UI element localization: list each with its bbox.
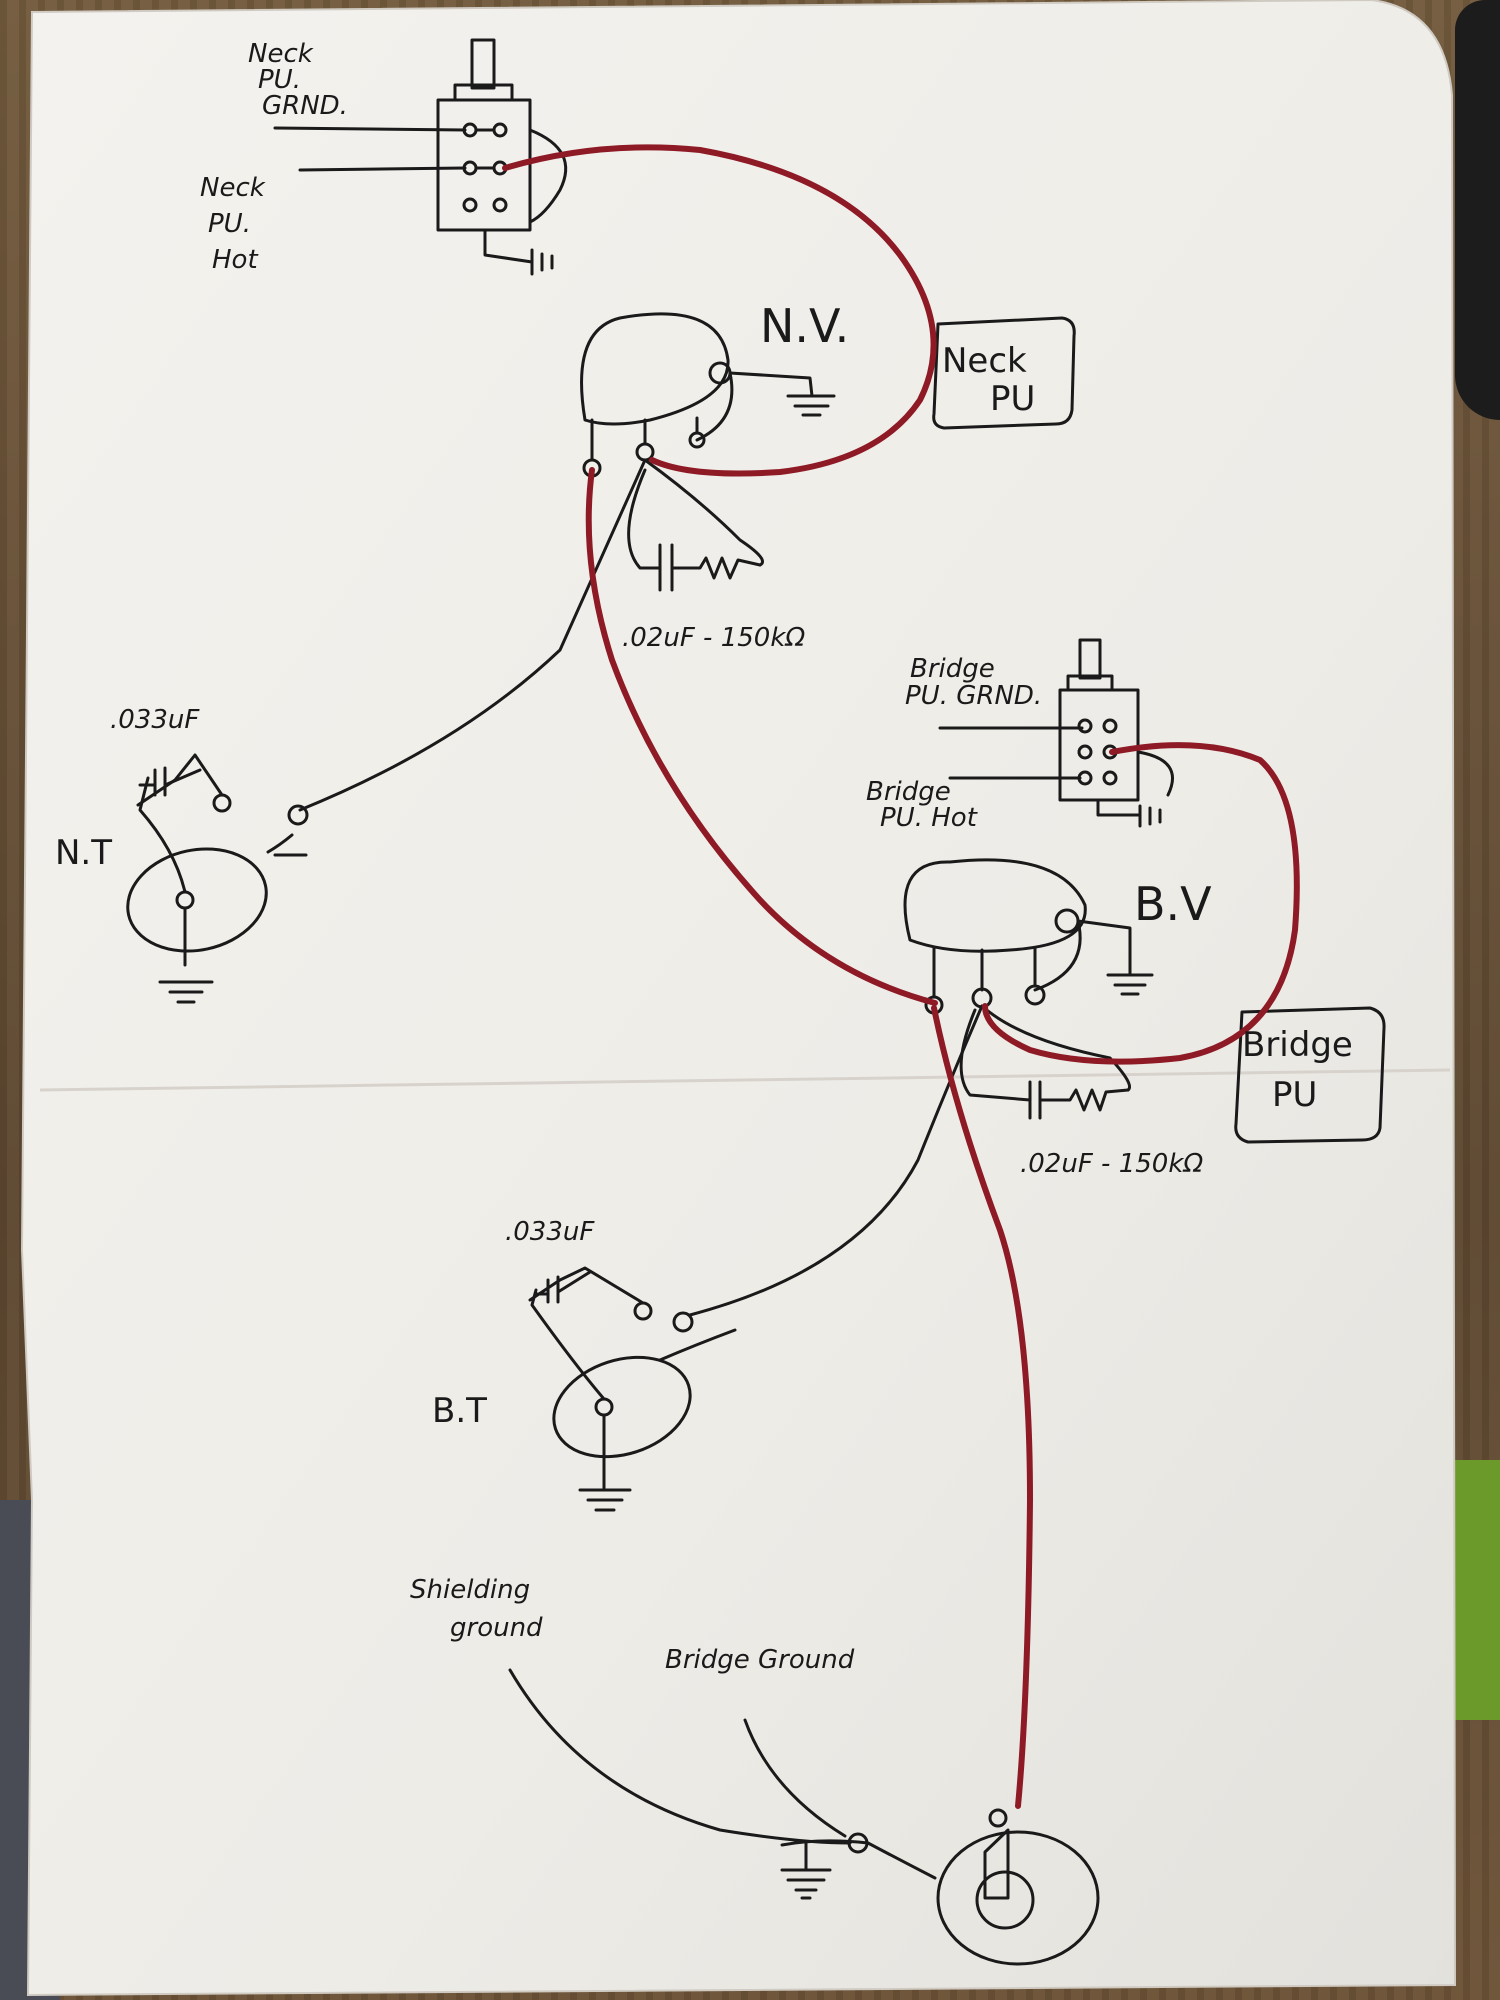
- neck-switch: [436, 38, 568, 264]
- bridge-volume-to-jack-wire: [931, 1005, 1033, 1809]
- neck-pu-ground-label-line1: Neck: [248, 39, 314, 69]
- neck-pu-ground-label-line2: PU.: [258, 65, 301, 95]
- bridge-switch-lever: [1078, 638, 1102, 680]
- bridge-tone-cap-label: .033uF: [505, 1217, 595, 1247]
- neck-switch-lever: [470, 38, 496, 90]
- neck-treble-bleed-label: .02uF - 150kΩ: [622, 623, 805, 653]
- neck-to-bridge-volume-wire: [585, 467, 938, 1006]
- neck-tone-cap: [138, 766, 202, 797]
- neck-volume-label: N.V.: [760, 299, 849, 353]
- neck-pu-ground-label-line3: GRND.: [262, 91, 348, 121]
- neck-hot-wire: [502, 144, 937, 477]
- bridge-volume-pot: [903, 858, 1087, 1015]
- bridge-pu-ground-label-line1: Bridge: [910, 654, 995, 684]
- shielding-ground-label-line2: ground: [450, 1613, 543, 1643]
- neck-pickup-label-line1: Neck: [942, 341, 1027, 381]
- neck-pu-hot-wire: [298, 166, 467, 172]
- jack-ground-symbol: [780, 1840, 832, 1900]
- dark-object-edge: [1455, 0, 1500, 420]
- shielding-ground-label-line1: Shielding: [410, 1575, 530, 1605]
- neck-pickup-label-line2: PU: [990, 379, 1035, 419]
- bridge-treble-bleed: [959, 1004, 1131, 1120]
- neck-pu-hot-label-line3: Hot: [212, 245, 258, 275]
- neck-tone-label: N.T: [55, 833, 112, 873]
- bridge-volume-to-tone-wire: [688, 1004, 984, 1317]
- neck-volume-to-tone-wire: [298, 458, 647, 812]
- neck-tone-ground-symbol: [158, 980, 214, 1004]
- paper-fold: [39, 1068, 1451, 1092]
- neck-pu-ground-wire: [273, 126, 467, 132]
- bridge-pu-ground-label-line2: PU. GRND.: [905, 681, 1042, 711]
- neck-treble-bleed: [627, 458, 764, 592]
- neck-volume-ground-symbol: [786, 394, 836, 417]
- bridge-pickup-box: [1234, 1006, 1386, 1144]
- bridge-volume-ground-symbol: [1106, 973, 1154, 996]
- bridge-hot-wire: [982, 742, 1300, 1065]
- neck-pu-hot-label-line1: Neck: [200, 173, 266, 203]
- bridge-pickup-label-line1: Bridge: [1242, 1025, 1353, 1065]
- neck-pu-hot-label-line2: PU.: [208, 209, 251, 239]
- neck-volume-ground-wire: [728, 371, 814, 398]
- shielding-ground-wire: [508, 1668, 852, 1845]
- bridge-volume-ground-wire: [1076, 919, 1132, 977]
- bridge-tone-label: B.T: [432, 1391, 487, 1431]
- neck-pickup-box: [932, 316, 1076, 430]
- bridge-pu-hot-label-line2: PU. Hot: [880, 803, 978, 833]
- bridge-tone-pot: [528, 1266, 737, 1492]
- bridge-ground-wire: [743, 1718, 847, 1838]
- neck-switch-ground-symbol: [530, 248, 554, 276]
- bridge-volume-label: B.V: [1134, 877, 1212, 931]
- paper-sheet: [20, 0, 1457, 1997]
- bridge-ground-label: Bridge Ground: [665, 1645, 855, 1675]
- bridge-tone-cap: [533, 1270, 592, 1304]
- bridge-pu-hot-label-line1: Bridge: [866, 777, 951, 807]
- bridge-pickup-label-line2: PU: [1272, 1075, 1317, 1115]
- bridge-tone-ground-symbol: [578, 1488, 632, 1512]
- bridge-treble-bleed-label: .02uF - 150kΩ: [1020, 1149, 1203, 1179]
- neck-tone-cap-label: .033uF: [110, 705, 200, 735]
